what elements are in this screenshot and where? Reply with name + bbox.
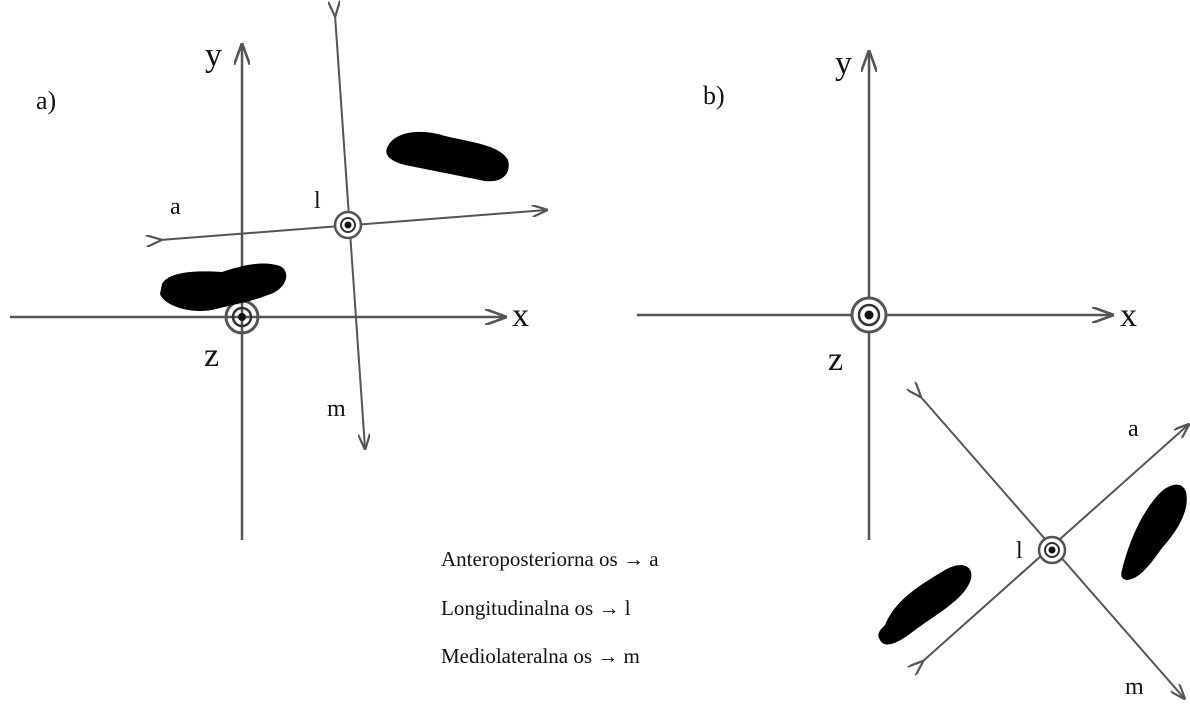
panel-a-m-label: m <box>327 396 346 422</box>
legend-anteroposterior: Anteroposteriorna os → a <box>441 547 659 571</box>
panel-b: b) y x z a m l <box>637 45 1188 700</box>
panel-a-x-label: x <box>512 297 529 334</box>
panel-b-x-label: x <box>1120 297 1137 334</box>
panel-a-l-label: l <box>314 188 321 214</box>
panel-b-a-label: a <box>1128 416 1139 442</box>
panel-a: a) y x z m a l <box>10 15 546 540</box>
panel-b-foot-right <box>1121 484 1187 580</box>
panel-b-label: b) <box>703 81 725 110</box>
panel-b-m-label: m <box>1125 674 1144 700</box>
panel-a-l-axis-symbol <box>333 210 363 240</box>
legend-longitudinal: Longitudinalna os → l <box>441 596 631 620</box>
panel-a-a-label: a <box>170 194 181 220</box>
panel-b-z-axis-symbol <box>850 296 888 334</box>
panel-a-foot-lower <box>160 263 287 311</box>
panel-a-z-label: z <box>204 337 219 374</box>
panel-a-y-label: y <box>205 37 222 74</box>
panel-a-foot-upper <box>386 131 509 182</box>
panel-a-label: a) <box>36 86 56 115</box>
panel-b-l-axis-symbol <box>1037 535 1067 565</box>
panel-b-y-label: y <box>835 45 852 82</box>
panel-b-foot-left <box>878 565 972 645</box>
panel-b-z-label: z <box>828 341 843 378</box>
panel-b-l-label: l <box>1016 538 1023 564</box>
legend-mediolateral: Mediolateralna os → m <box>441 644 640 668</box>
